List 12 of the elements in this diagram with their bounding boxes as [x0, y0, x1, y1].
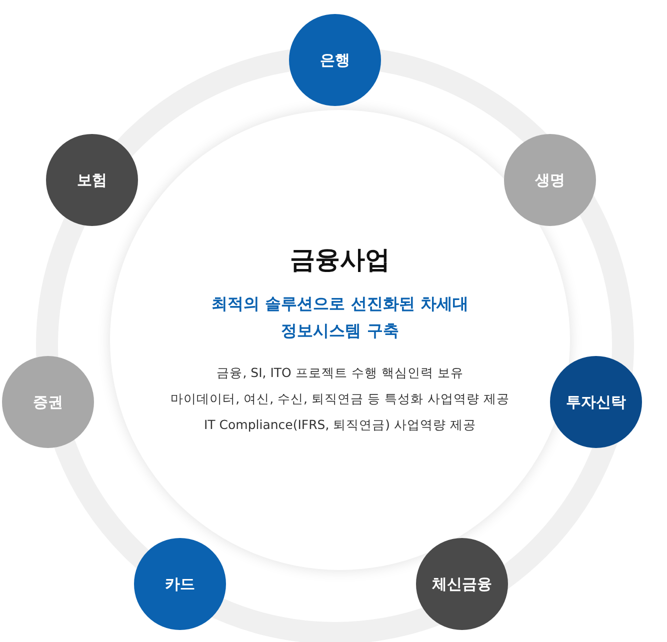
subtitle-text: 최적의 솔루션으로 선진화된 차세대 정보시스템 구축 [210, 292, 470, 342]
category-label: 생명 [535, 170, 565, 190]
category-label: 체신금융 [432, 574, 492, 594]
category-label: 투자신탁 [566, 392, 626, 412]
description-text: 금융, SI, ITO 프로젝트 수행 핵심인력 보유 [216, 364, 464, 382]
description-text: 마이데이터, 여신, 수신, 퇴직연금 등 특성화 사업역량 제공 [170, 390, 510, 408]
category-label: 카드 [165, 574, 195, 594]
category-label: 은행 [320, 50, 350, 70]
category-label: 보험 [77, 170, 107, 190]
description-text: IT Compliance(IFRS, 퇴직연금) 사업역량 제공 [204, 416, 476, 434]
category-label: 증권 [33, 392, 63, 412]
heading-text: 금융사업 [290, 244, 390, 276]
